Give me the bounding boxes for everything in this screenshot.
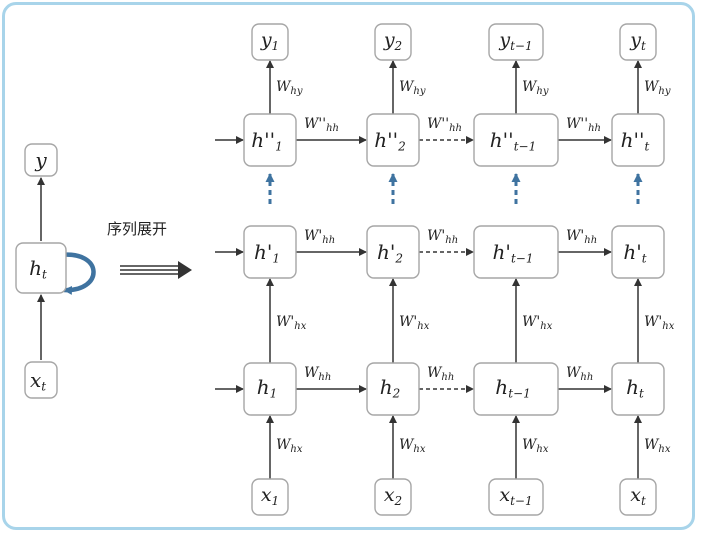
weight-hx1-label: Whx	[399, 437, 426, 455]
input-node	[619, 478, 657, 516]
output-label: yt	[629, 29, 646, 53]
weight-hy-label: Why	[522, 79, 549, 97]
weight-hx1-label: Whx	[644, 437, 671, 455]
weight-hx2-label: W'hx	[644, 314, 675, 332]
weight-hh1-label: Whh	[304, 365, 331, 383]
layer1-hidden-label: h2	[380, 375, 401, 400]
layer3-hidden-node	[611, 113, 665, 167]
output-node	[488, 23, 544, 61]
layer3-hidden-label: h''t	[621, 128, 650, 153]
weight-hy-label: Why	[276, 79, 303, 97]
folded-input-node	[24, 361, 58, 399]
layer1-hidden-node	[473, 362, 559, 416]
layer1-hidden-node	[611, 362, 665, 416]
input-label: xt−1	[499, 484, 532, 508]
weight-hh3-label: W''hh	[304, 116, 339, 134]
layer3-hidden-label: h''t−1	[490, 128, 536, 153]
layer2-hidden-node	[366, 225, 420, 279]
folded-hidden-node	[15, 242, 67, 294]
input-node	[251, 478, 289, 516]
layer3-hidden-node	[473, 113, 559, 167]
layer1-hidden-node	[366, 362, 420, 416]
weight-hh1-label: Whh	[427, 365, 454, 383]
layer1-hidden-label: h1	[257, 375, 278, 400]
weight-hx2-label: W'hx	[522, 314, 553, 332]
layer3-hidden-label: h''1	[251, 128, 283, 153]
layer2-hidden-label: h't−1	[493, 240, 534, 265]
weight-hx1-label: Whx	[522, 437, 549, 455]
layer3-hidden-node	[243, 113, 297, 167]
layer3-hidden-label: h''2	[374, 128, 406, 153]
layer2-hidden-node	[611, 225, 665, 279]
layer2-hidden-node	[473, 225, 559, 279]
weight-hh3-label: W''hh	[566, 116, 601, 134]
layer2-hidden-label: h't	[623, 240, 646, 265]
layer3-hidden-node	[366, 113, 420, 167]
folded-output-node	[24, 143, 58, 177]
weight-hx2-label: W'hx	[399, 314, 430, 332]
recurrent-loop-arrow	[59, 252, 96, 295]
unroll-arrow-head	[178, 261, 192, 279]
layer2-hidden-label: h'2	[377, 240, 403, 265]
unroll-label: 序列展开	[107, 220, 167, 238]
weight-hy-label: Why	[644, 79, 671, 97]
layer1-hidden-label: ht	[626, 375, 644, 400]
layer1-hidden-label: ht−1	[495, 375, 530, 400]
weight-hx2-label: W'hx	[276, 314, 307, 332]
output-node	[251, 23, 289, 61]
output-label: yt−1	[498, 29, 532, 53]
input-label: x1	[261, 484, 279, 508]
output-node	[619, 23, 657, 61]
weight-hx1-label: Whx	[276, 437, 303, 455]
output-label: y1	[260, 29, 279, 53]
weight-hh2-label: W'hh	[566, 228, 597, 246]
weight-hh1-label: Whh	[566, 365, 593, 383]
output-node	[374, 23, 412, 61]
input-node	[374, 478, 412, 516]
input-label: xt	[630, 484, 646, 508]
layer2-hidden-label: h'1	[254, 240, 280, 265]
layer2-hidden-node	[243, 225, 297, 279]
folded-input-label: xt	[30, 368, 46, 393]
weight-hh2-label: W'hh	[304, 228, 335, 246]
folded-output-label: y	[34, 148, 47, 172]
diagram-frame	[2, 2, 695, 530]
input-label: x2	[384, 484, 402, 508]
weight-hy-label: Why	[399, 79, 426, 97]
layer1-hidden-node	[243, 362, 297, 416]
output-label: y2	[383, 29, 402, 53]
folded-hidden-label: ht	[29, 256, 47, 281]
input-node	[488, 478, 544, 516]
weight-hh3-label: W''hh	[427, 116, 462, 134]
weight-hh2-label: W'hh	[427, 228, 458, 246]
